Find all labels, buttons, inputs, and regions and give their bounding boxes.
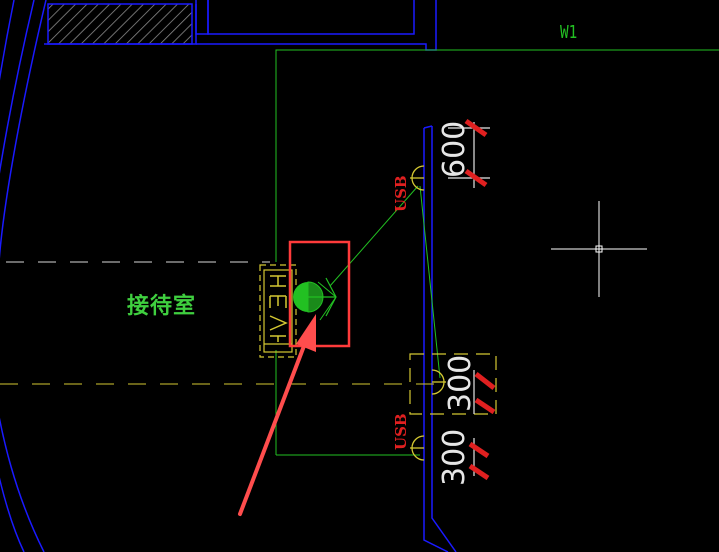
- highlight-box: [288, 240, 351, 348]
- grid-line-dashed: [0, 261, 440, 385]
- electrical-panel: [259, 264, 297, 358]
- curved-wall: [0, 0, 47, 552]
- dimension-text: 300: [437, 428, 472, 486]
- glass-curtain-wall: [423, 125, 457, 552]
- socket-group-box: [409, 353, 497, 415]
- socket-label: USB: [392, 413, 410, 450]
- panel-label-icon: [269, 275, 288, 342]
- socket-symbol-icon[interactable]: [410, 435, 425, 461]
- top-wall-block: [44, 0, 437, 51]
- axis-label: W1: [560, 22, 578, 43]
- socket-label: USB: [392, 175, 410, 212]
- room-label: 接待室: [127, 294, 197, 319]
- socket-symbol-icon[interactable]: [431, 369, 446, 395]
- dimension-text: 300: [443, 354, 478, 412]
- crosshair-cursor-icon: [551, 201, 647, 297]
- electrical-symbol-icon[interactable]: [293, 277, 337, 321]
- dimension-text: 600: [437, 120, 472, 178]
- room-outline: [275, 49, 719, 456]
- annotation-arrow-icon: [238, 314, 316, 516]
- dimension-lines: [448, 118, 496, 481]
- socket-symbol-icon[interactable]: [410, 165, 425, 191]
- wiring-line: [329, 185, 441, 379]
